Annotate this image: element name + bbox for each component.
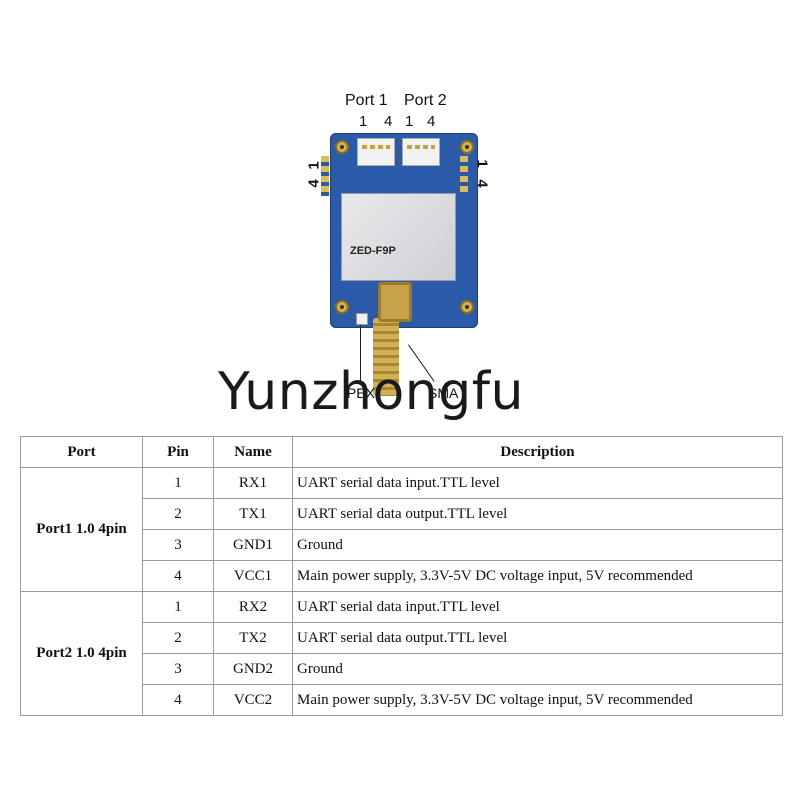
port1-label: Port 1: [345, 92, 388, 109]
port-group-cell: Port2 1.0 4pin: [20, 591, 143, 716]
header-pin: Pin: [142, 436, 214, 468]
left-pin-header: [321, 156, 329, 196]
pin-cell: 3: [142, 529, 214, 561]
port2-pin-last: 4: [427, 113, 436, 130]
port2-label: Port 2: [404, 92, 447, 109]
name-cell: TX2: [213, 622, 293, 654]
description-cell: Ground: [292, 529, 783, 561]
description-cell: Main power supply, 3.3V-5V DC voltage in…: [292, 560, 783, 592]
right-pin-header: [460, 156, 468, 196]
pin-cell: 1: [142, 591, 214, 623]
mount-hole: [460, 300, 474, 314]
pin-table: Port Pin Name Description Port1 1.0 4pin…: [20, 436, 783, 716]
port2-pin-first: 1: [405, 113, 414, 130]
sma-connector: [378, 282, 412, 322]
description-cell: UART serial data output.TTL level: [292, 622, 783, 654]
mount-hole: [335, 300, 349, 314]
port1-pin-first: 1: [359, 113, 368, 130]
description-cell: UART serial data input.TTL level: [292, 591, 783, 623]
pin-cell: 3: [142, 653, 214, 685]
table-row: 3 GND2 Ground: [21, 653, 783, 685]
table-row: Port1 1.0 4pin 1 RX1 UART serial data in…: [20, 467, 783, 592]
ipex-leader-line: [360, 325, 361, 385]
module-label: ZED-F9P: [350, 245, 396, 257]
description-cell: UART serial data output.TTL level: [292, 498, 783, 530]
pin-cell: 4: [142, 560, 214, 592]
sma-stem: [373, 318, 399, 396]
name-cell: TX1: [213, 498, 293, 530]
pin-cell: 1: [142, 467, 214, 499]
table-row: 4 VCC1 Main power supply, 3.3V-5V DC vol…: [21, 560, 783, 592]
mount-hole: [335, 140, 349, 154]
table-row: 2 TX1 UART serial data output.TTL level: [21, 498, 783, 530]
name-cell: RX1: [213, 467, 293, 499]
description-cell: Main power supply, 3.3V-5V DC voltage in…: [292, 684, 783, 716]
sma-label: SMA: [428, 385, 459, 401]
port1-connector: [357, 138, 395, 166]
ipex-label: IPEX: [343, 385, 375, 401]
pin-cell: 2: [142, 622, 214, 654]
name-cell: GND2: [213, 653, 293, 685]
port1-pin-last: 4: [384, 113, 393, 130]
name-cell: GND1: [213, 529, 293, 561]
header-name: Name: [213, 436, 293, 468]
table-row: 4 VCC2 Main power supply, 3.3V-5V DC vol…: [21, 684, 783, 716]
board-figure: Port 1 Port 2 1 4 1 4 4 1 1 4 ZED-F9P IP…: [218, 92, 525, 422]
table-header-row: Port Pin Name Description: [20, 436, 783, 468]
name-cell: VCC2: [213, 684, 293, 716]
port-group-cell: Port1 1.0 4pin: [20, 467, 143, 592]
pin-cell: 2: [142, 498, 214, 530]
mount-hole: [460, 140, 474, 154]
description-cell: Ground: [292, 653, 783, 685]
header-port: Port: [20, 436, 143, 468]
name-cell: RX2: [213, 591, 293, 623]
watermark-text: Yunzhongfu: [218, 362, 525, 422]
gnss-module: [341, 193, 456, 281]
name-cell: VCC1: [213, 560, 293, 592]
pin-cell: 4: [142, 684, 214, 716]
description-cell: UART serial data input.TTL level: [292, 467, 783, 499]
header-description: Description: [292, 436, 783, 468]
port2-connector: [402, 138, 440, 166]
ipex-connector: [356, 313, 368, 325]
table-row: Port2 1.0 4pin 1 RX2 UART serial data in…: [20, 591, 783, 716]
